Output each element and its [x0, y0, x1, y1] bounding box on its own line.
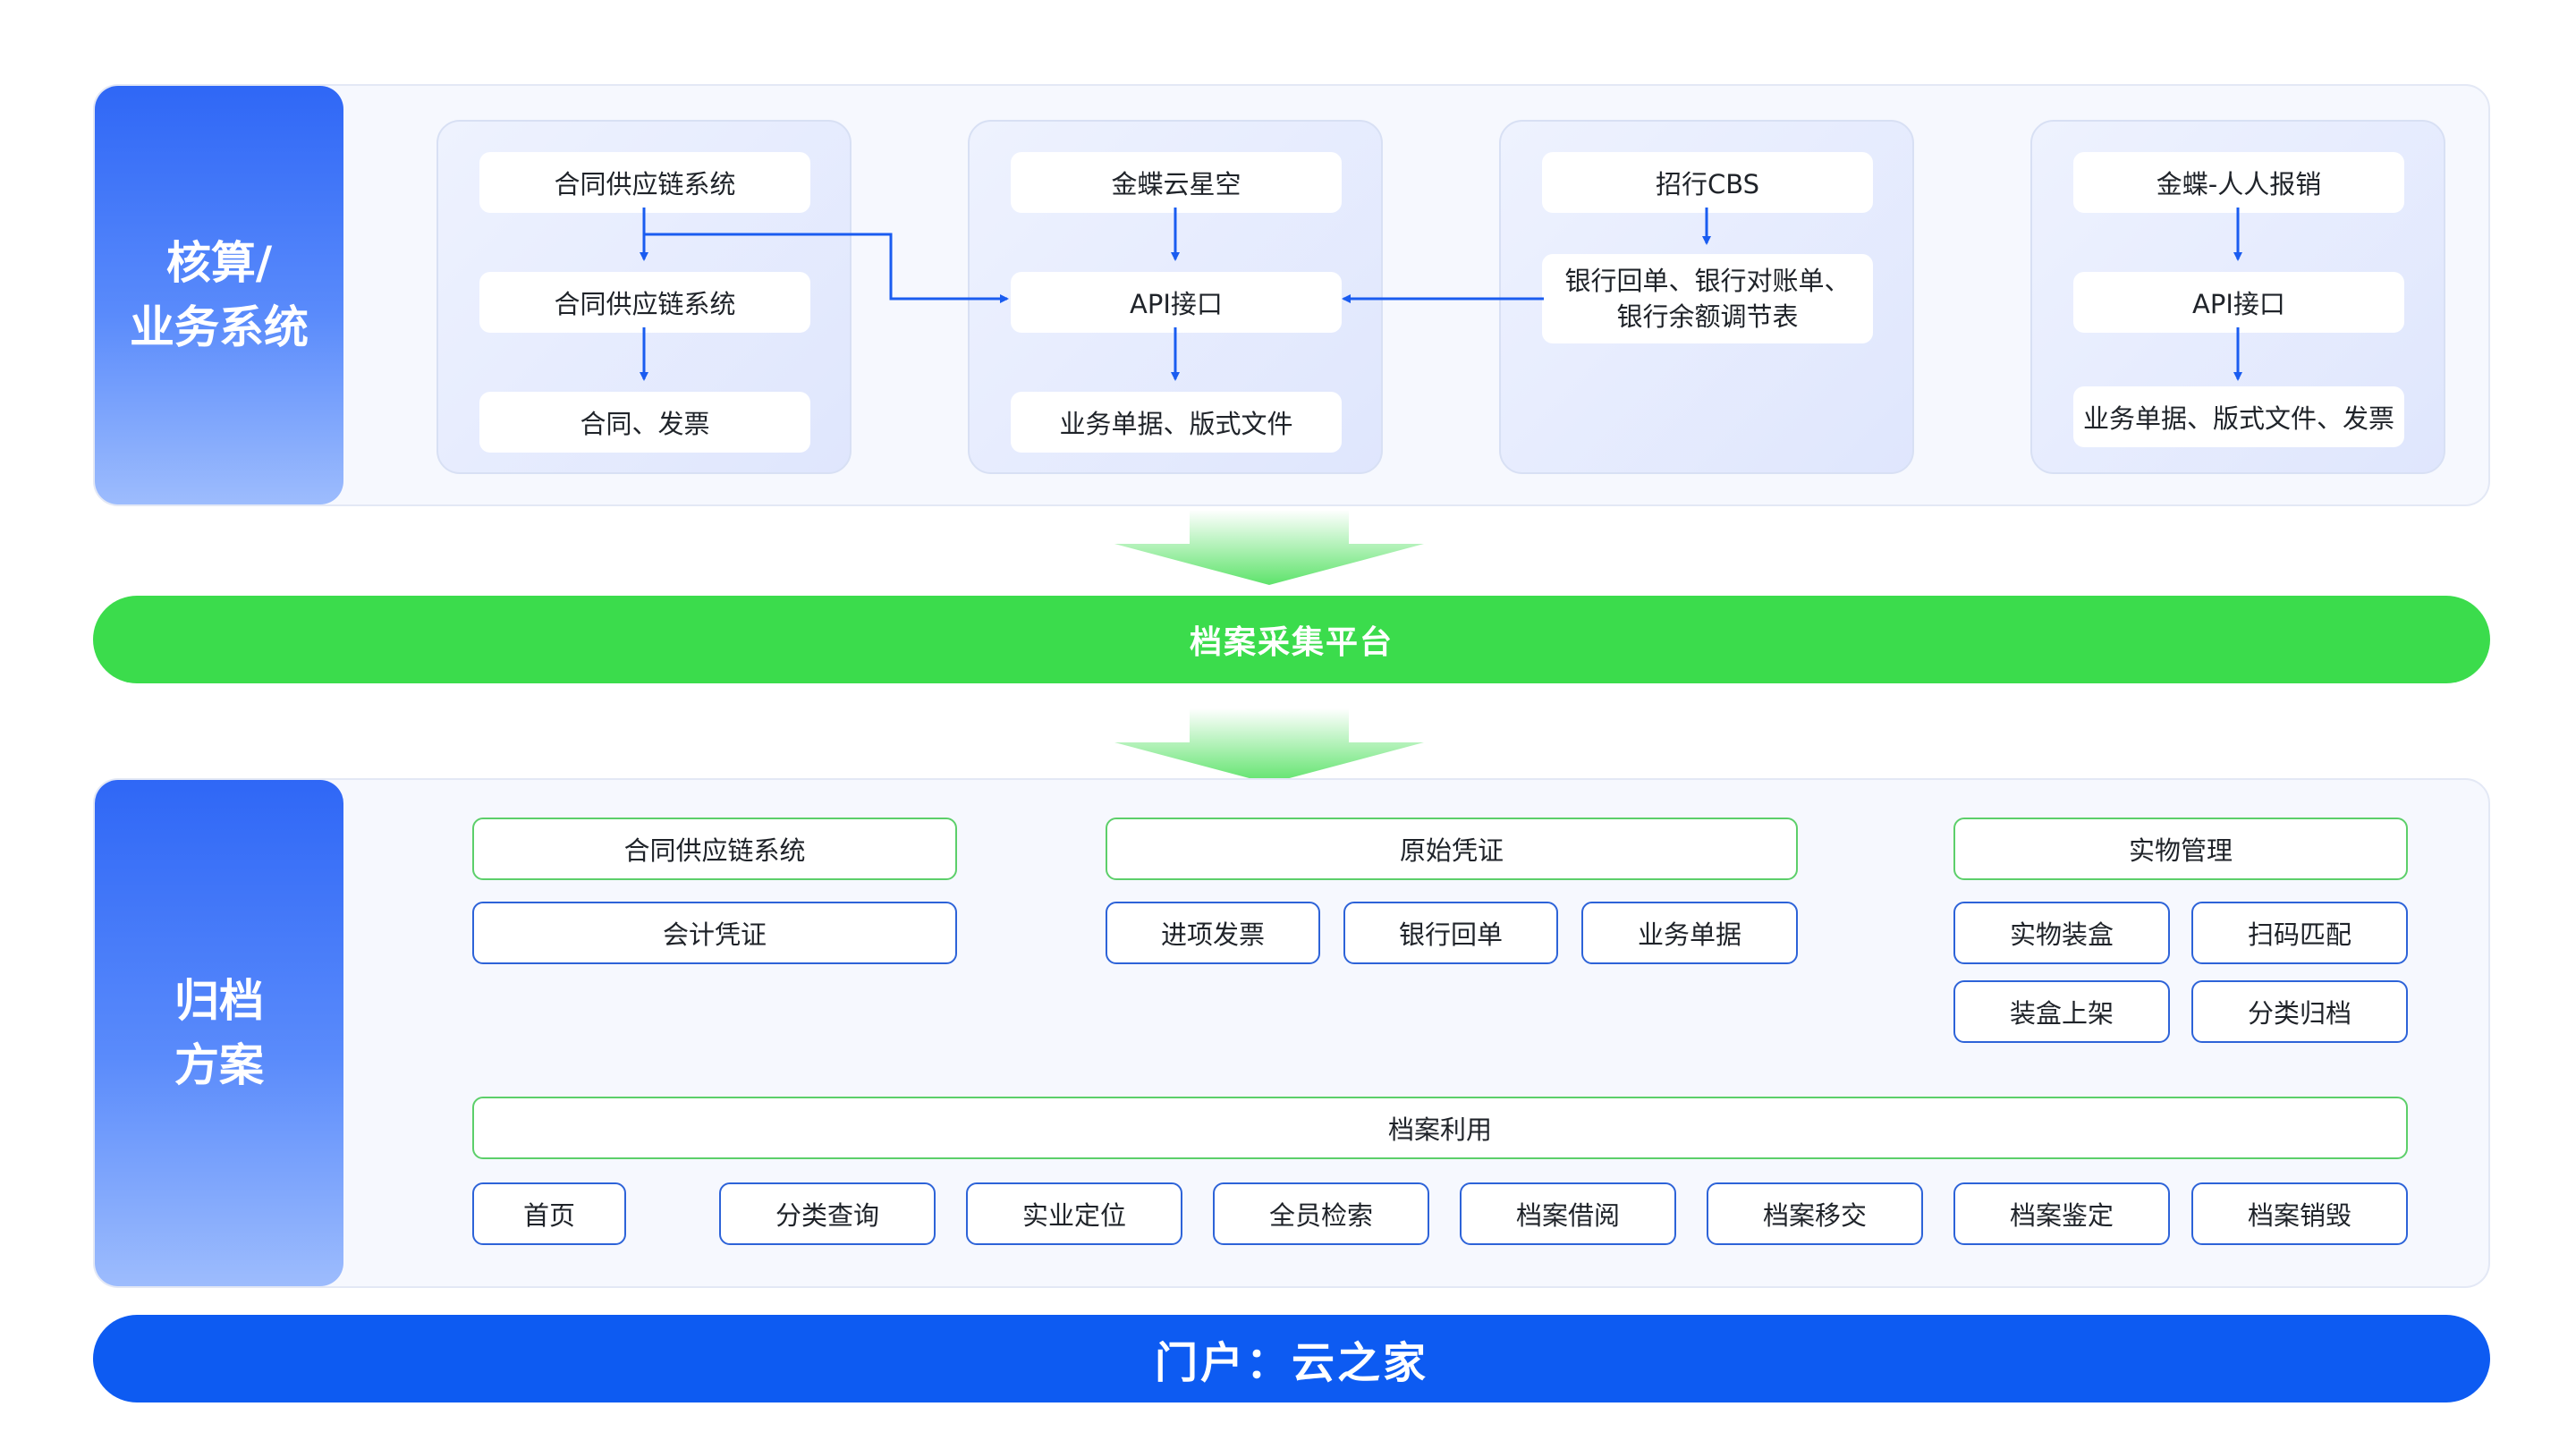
- box-shelving-box: 装盒上架: [1953, 980, 2170, 1043]
- kingdee-cloud-box: 金蝶云星空: [1011, 152, 1342, 213]
- usage-borrow-button[interactable]: 档案借阅: [1460, 1182, 1676, 1245]
- api-interface-box-2: API接口: [2073, 272, 2404, 333]
- kingdee-expense-box: 金蝶-人人报销: [2073, 152, 2404, 213]
- system-column-cbs: 招行CBS 银行回单、银行对账单、 银行余额调节表: [1499, 120, 1914, 474]
- bank-statements-box: 银行回单、银行对账单、 银行余额调节表: [1542, 254, 1873, 343]
- business-doc-box: 业务单据: [1581, 902, 1798, 964]
- archive-usage-header: 档案利用: [472, 1097, 2408, 1159]
- cmb-cbs-box: 招行CBS: [1542, 152, 1873, 213]
- usage-full-search-button[interactable]: 全员检索: [1213, 1182, 1429, 1245]
- archive-scheme-label: 归档 方案: [95, 780, 343, 1286]
- archive-collection-platform: 档案采集平台: [93, 596, 2490, 683]
- usage-appraisal-button[interactable]: 档案鉴定: [1953, 1182, 2170, 1245]
- group-header-contract: 合同供应链系统: [472, 818, 957, 880]
- api-interface-box: API接口: [1011, 272, 1342, 333]
- system-column-kingdee: 金蝶云星空 API接口 业务单据、版式文件: [968, 120, 1383, 474]
- input-invoice-box: 进项发票: [1106, 902, 1320, 964]
- scan-match-box: 扫码匹配: [2191, 902, 2408, 964]
- usage-transfer-button[interactable]: 档案移交: [1707, 1182, 1923, 1245]
- physical-boxing-box: 实物装盒: [1953, 902, 2170, 964]
- business-docs-invoice-box: 业务单据、版式文件、发票: [2073, 386, 2404, 447]
- accounting-voucher-box: 会计凭证: [472, 902, 957, 964]
- archive-scheme-panel: 归档 方案 合同供应链系统 会计凭证 原始凭证 进项发票 银行回单 业务单据 实…: [93, 778, 2490, 1288]
- contract-invoice-box: 合同、发票: [479, 392, 810, 453]
- usage-destroy-button[interactable]: 档案销毁: [2191, 1182, 2408, 1245]
- classify-archive-box: 分类归档: [2191, 980, 2408, 1043]
- group-header-original-voucher: 原始凭证: [1106, 818, 1798, 880]
- usage-physical-locate-button[interactable]: 实业定位: [966, 1182, 1182, 1245]
- group-header-physical: 实物管理: [1953, 818, 2408, 880]
- portal-bar[interactable]: 门户：云之家: [93, 1315, 2490, 1402]
- bank-receipt-box: 银行回单: [1343, 902, 1558, 964]
- system-column-expense: 金蝶-人人报销 API接口 业务单据、版式文件、发票: [2030, 120, 2445, 474]
- contract-supply-chain-box: 合同供应链系统: [479, 152, 810, 213]
- flow-down-arrow: [1114, 708, 1424, 784]
- business-docs-box: 业务单据、版式文件: [1011, 392, 1342, 453]
- system-column-contract: 合同供应链系统 合同供应链系统 合同、发票: [436, 120, 852, 474]
- usage-home-button[interactable]: 首页: [472, 1182, 626, 1245]
- contract-supply-chain-box-2: 合同供应链系统: [479, 272, 810, 333]
- usage-category-query-button[interactable]: 分类查询: [719, 1182, 936, 1245]
- business-systems-label: 核算/ 业务系统: [95, 86, 343, 504]
- business-systems-panel: 核算/ 业务系统 合同供应链系统 合同供应链系统 合同、发票 金蝶云星空 API…: [93, 84, 2490, 506]
- flow-down-arrow: [1114, 510, 1424, 585]
